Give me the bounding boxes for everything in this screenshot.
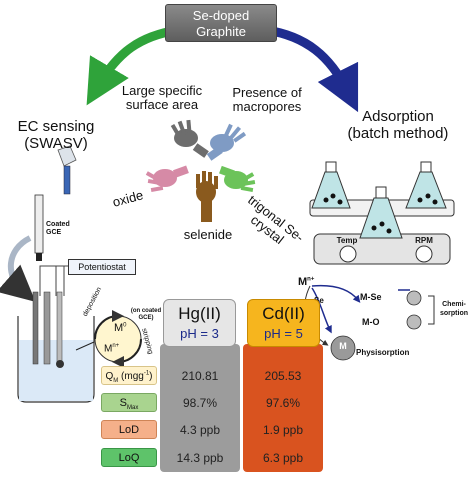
coated-gce-line1: Coated [46, 221, 70, 228]
sorption-mechanism [304, 284, 435, 361]
row-label-qm: QM (mgg-1) [101, 366, 157, 385]
hand-brown-icon [196, 171, 218, 222]
left-branch-label: EC sensing (SWASV) [8, 118, 104, 152]
cd-loq-value: 6.3 ppb [262, 451, 304, 465]
hand-pink-icon [145, 165, 189, 193]
left-branch-line2: (SWASV) [24, 135, 88, 152]
row-label-loq: LoQ [101, 448, 157, 467]
on-coated-line2: GCE) [138, 315, 154, 321]
qm-sub: M [113, 378, 119, 384]
hg-loq-value: 14.3 ppb [176, 451, 224, 465]
surface-area-line1: Large specific [121, 83, 203, 98]
on-coated-line1: (on coated [130, 308, 162, 314]
coated-gce-label: Coated GCE [46, 221, 76, 237]
hg-lod-value: 4.3 ppb [179, 423, 221, 437]
row-label-lod: LoD [101, 420, 157, 439]
hg-smax-value: 98.7% [182, 396, 218, 410]
flask-icon [311, 161, 351, 209]
coated-gce-line2: GCE [46, 229, 62, 236]
right-branch-label: Adsorption (batch method) [336, 108, 460, 142]
mn-text: M [104, 343, 113, 355]
title-box: Se-doped Graphite [165, 4, 277, 42]
surface-area-label: Large specific surface area [110, 84, 214, 112]
flask-icon [405, 161, 447, 209]
m0-text: M [114, 322, 124, 334]
left-branch-line1: EC sensing [17, 118, 95, 135]
on-coated-gce-label: (on coated GCE) [128, 308, 164, 322]
hg-column-bg [160, 344, 240, 472]
coated-gce-icon [34, 194, 44, 261]
m0-label: M0 [114, 322, 127, 334]
chemisorption-label: Chemi- sorption [436, 300, 472, 318]
blue-arrow [265, 25, 359, 113]
qm-end: ) [149, 371, 153, 382]
mn-label: Mn+ [104, 343, 119, 354]
qm-rest: (mgg [118, 371, 144, 382]
hand-gray-icon [170, 119, 209, 158]
cd-smax-value: 97.6% [265, 396, 301, 410]
electrochemical-cell-icon [17, 291, 95, 403]
potentiostat-box: Potentiostat [68, 259, 136, 275]
smax-s: S [119, 397, 127, 409]
hg-qm-value: 210.81 [181, 369, 219, 383]
cd-ph: pH = 5 [264, 326, 303, 341]
selenide-label: selenide [183, 227, 233, 242]
flask-icon [359, 186, 403, 239]
cd-qm-value: 205.53 [264, 369, 302, 383]
se-label: Se [314, 296, 324, 305]
chemi-line1: Chemi- [442, 301, 466, 308]
m-se-label: M-Se [360, 292, 382, 302]
smax-sub: Max [127, 405, 139, 412]
deposition-stripping-cycle [75, 310, 142, 368]
m0-sup: 0 [123, 322, 127, 329]
pipette-icon [57, 145, 77, 195]
macropores-label: Presence of macropores [226, 86, 308, 114]
hg-ph: pH = 3 [180, 326, 219, 341]
mechanism-mn-label: Mn+ [298, 276, 314, 288]
mech-mn-text: M [298, 276, 308, 288]
transfer-arrow [0, 235, 36, 302]
macropores-line2: macropores [232, 99, 302, 114]
chemi-line2: sorption [440, 310, 468, 317]
cd-name: Cd(II) [262, 304, 305, 323]
row-label-smax: SMax [101, 393, 157, 412]
macropores-line1: Presence of [232, 85, 302, 100]
potentiostat-wire [39, 265, 68, 296]
hand-blue-icon [206, 123, 247, 161]
cd-lod-value: 1.9 ppb [262, 423, 304, 437]
qm-q: Q [105, 371, 114, 382]
temp-label: Temp [336, 236, 358, 245]
qm-sup: -1 [143, 370, 150, 377]
hand-green-icon [219, 165, 256, 193]
right-branch-line1: Adsorption [362, 108, 434, 125]
rpm-label: RPM [415, 236, 433, 245]
hg-name: Hg(II) [178, 304, 221, 323]
right-branch-line2: (batch method) [347, 125, 449, 142]
m-bubble-label: M [339, 341, 347, 351]
mn-sup: n+ [112, 343, 120, 349]
cd-card: Cd(II) pH = 5 [247, 299, 320, 347]
surface-area-line2: surface area [125, 97, 199, 112]
cd-column-bg [243, 344, 323, 472]
m-o-label: M-O [362, 317, 380, 327]
mech-mn-sup: n+ [307, 276, 315, 283]
title-line2: Graphite [196, 24, 246, 39]
physisorption-label: Physisorption [356, 348, 410, 357]
title-line1: Se-doped [192, 8, 250, 23]
hg-card: Hg(II) pH = 3 [163, 299, 236, 347]
